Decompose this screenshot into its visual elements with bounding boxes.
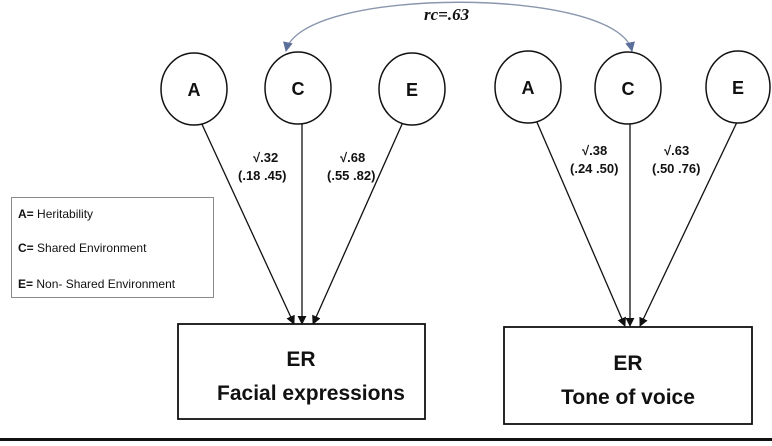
path-e-facial-estimate: √.68 — [340, 150, 365, 165]
outcome-facial-line2: Facial expressions — [217, 382, 405, 405]
path-e-voice-ci: (.50 .76) — [652, 161, 700, 176]
svg-text:C: C — [622, 79, 635, 99]
path-c-voice-ci: (.24 .50) — [570, 161, 618, 176]
latent-c-voice: C — [594, 51, 662, 125]
outcome-box-voice: ER Tone of voice — [503, 326, 753, 425]
bottom-rule — [0, 438, 772, 441]
legend-item-c: C= Shared Environment — [18, 241, 147, 255]
latent-c-facial: C — [264, 51, 332, 125]
outcome-voice-line1: ER — [613, 352, 642, 375]
path-c-facial-ci: (.18 .45) — [238, 168, 286, 183]
correlation-arc — [283, 1, 635, 52]
svg-text:C: C — [292, 79, 305, 99]
path-c-voice-estimate: √.38 — [582, 143, 607, 158]
latent-e-voice: E — [705, 50, 771, 124]
svg-text:E: E — [406, 80, 418, 100]
latent-a-facial: A — [160, 52, 228, 126]
path-e-voice — [639, 119, 739, 327]
path-a-facial — [199, 119, 295, 325]
latent-a-voice: A — [494, 50, 562, 124]
path-e-facial-ci: (.55 .82) — [327, 168, 375, 183]
outcome-box-facial: ER Facial expressions — [177, 323, 426, 420]
facial-paths — [199, 119, 404, 325]
legend-item-e: E= Non- Shared Environment — [18, 277, 176, 291]
svg-text:E: E — [732, 78, 744, 98]
outcome-voice-line2: Tone of voice — [561, 386, 695, 409]
path-e-facial — [312, 121, 404, 325]
correlation-label: rc=.63 — [424, 5, 470, 24]
voice-paths — [535, 119, 739, 327]
latent-e-facial: E — [378, 52, 446, 126]
legend-box: A= Heritability C= Shared Environment E=… — [11, 197, 214, 298]
path-c-facial-estimate: √.32 — [253, 150, 278, 165]
path-e-voice-estimate: √.63 — [664, 143, 689, 158]
path-a-voice — [535, 119, 626, 327]
svg-text:A: A — [188, 80, 201, 100]
legend-item-a: A= Heritability — [18, 207, 94, 221]
svg-text:A: A — [522, 78, 535, 98]
outcome-facial-line1: ER — [286, 348, 315, 371]
